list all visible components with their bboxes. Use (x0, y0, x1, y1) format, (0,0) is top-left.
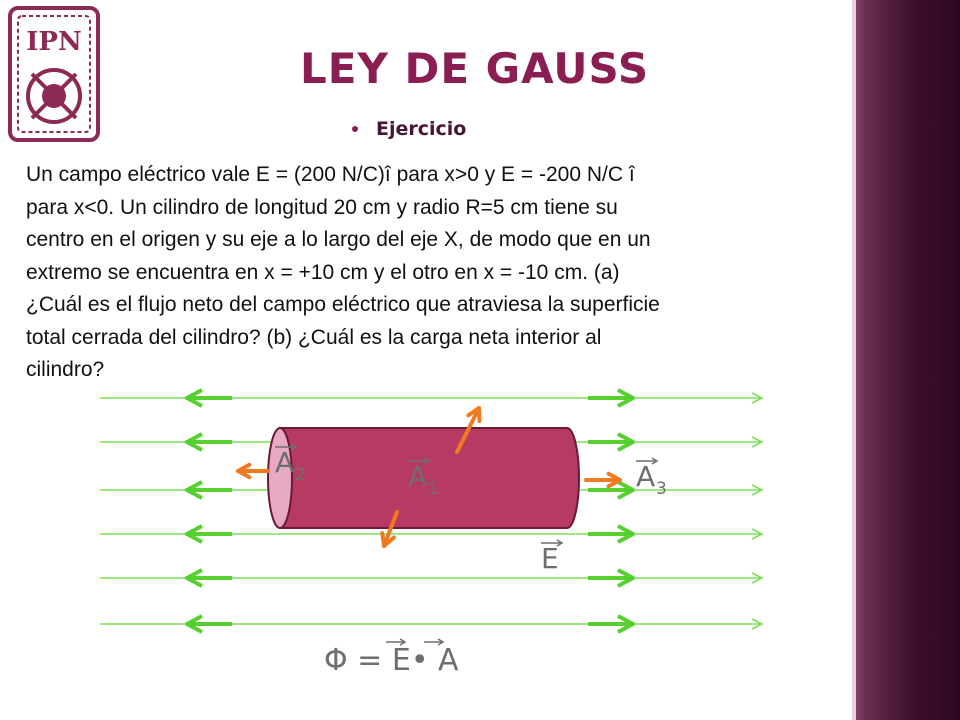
area-vector-a1-down-icon (382, 510, 399, 548)
side-bar-edge (852, 0, 856, 720)
field-arrow-right-head-icon (617, 480, 635, 500)
formula-e-arrow-head-icon (399, 638, 407, 646)
problem-line: para x<0. Un cilindro de longitud 20 cm … (26, 195, 618, 219)
formula-a-arrow-head-icon (437, 638, 445, 646)
formula-phi: Φ (324, 643, 348, 678)
bullet-label: Ejercicio (376, 118, 467, 140)
problem-statement: Un campo eléctrico vale E = (200 N/C)î p… (26, 159, 848, 387)
label-a3-arrow-head-icon (651, 457, 659, 465)
field-arrow-right-head-icon (617, 524, 635, 544)
institution-logo: IPN (8, 6, 100, 142)
decorative-side-bar (852, 0, 960, 720)
label-a1-subscript: 1 (428, 479, 439, 499)
flux-formula: Φ = E• A (324, 643, 459, 678)
formula-e: E (392, 643, 411, 678)
label-a2-subscript: 2 (295, 465, 306, 485)
problem-line: centro en el origen y su eje a lo largo … (26, 228, 651, 251)
label-e-arrow-head-icon (556, 539, 564, 547)
field-arrow-left-head-icon (185, 568, 203, 588)
field-arrow-left-head-icon (185, 524, 203, 544)
cylinder-left-cap (267, 427, 293, 529)
area-vector-a1-down-icon-head (380, 531, 396, 548)
field-arrow-left-head-icon (185, 432, 203, 452)
area-vector-a1-up-icon-head (466, 406, 482, 423)
label-a3-subscript: 3 (656, 479, 667, 499)
field-line-tip-icon (751, 572, 764, 584)
label-a3: A (636, 460, 655, 493)
area-vector-a3-icon-head (606, 471, 622, 489)
area-vector-a1-up-icon (455, 406, 481, 454)
field-line-tip-icon (751, 392, 764, 404)
field-line-tip-icon (751, 618, 764, 630)
label-a1: A (408, 460, 427, 493)
formula-dot: • (411, 643, 429, 678)
area-vector-a2-icon-head (236, 462, 252, 480)
problem-line: ¿Cuál es el flujo neto del campo eléctri… (26, 293, 660, 316)
problem-line: Un campo eléctrico vale E = (200 N/C)î p… (26, 163, 635, 186)
field-arrow-left-head-icon (185, 388, 203, 408)
field-line-tip-icon (751, 484, 764, 496)
problem-line: extremo se encuentra en x = +10 cm y el … (26, 260, 620, 284)
label-e: E (541, 542, 559, 575)
field-arrow-right-head-icon (617, 388, 635, 408)
logo-text: IPN (26, 27, 81, 57)
label-a2: A (275, 446, 294, 479)
label-a1-arrow-head-icon (423, 457, 431, 465)
field-arrow-right-head-icon (617, 432, 635, 452)
field-arrow-left-head-icon (185, 480, 203, 500)
field-arrow-right-head-icon (617, 568, 635, 588)
field-arrow-right-head-icon (617, 614, 635, 634)
problem-line: cilindro? (26, 358, 105, 381)
cylinder-body (279, 427, 580, 529)
bullet-item: Ejercicio (352, 118, 466, 140)
problem-line: total cerrada del cilindro? (b) ¿Cuál es… (26, 325, 602, 349)
formula-a: A (429, 643, 460, 678)
field-line-tip-icon (751, 528, 764, 540)
slide-title: LEY DE GAUSS (300, 44, 650, 93)
field-arrow-left-head-icon (185, 614, 203, 634)
formula-eq: = (348, 643, 392, 678)
label-a2-arrow-head-icon (290, 443, 298, 451)
bullet-dot-icon (352, 126, 358, 132)
field-line-tip-icon (751, 436, 764, 448)
